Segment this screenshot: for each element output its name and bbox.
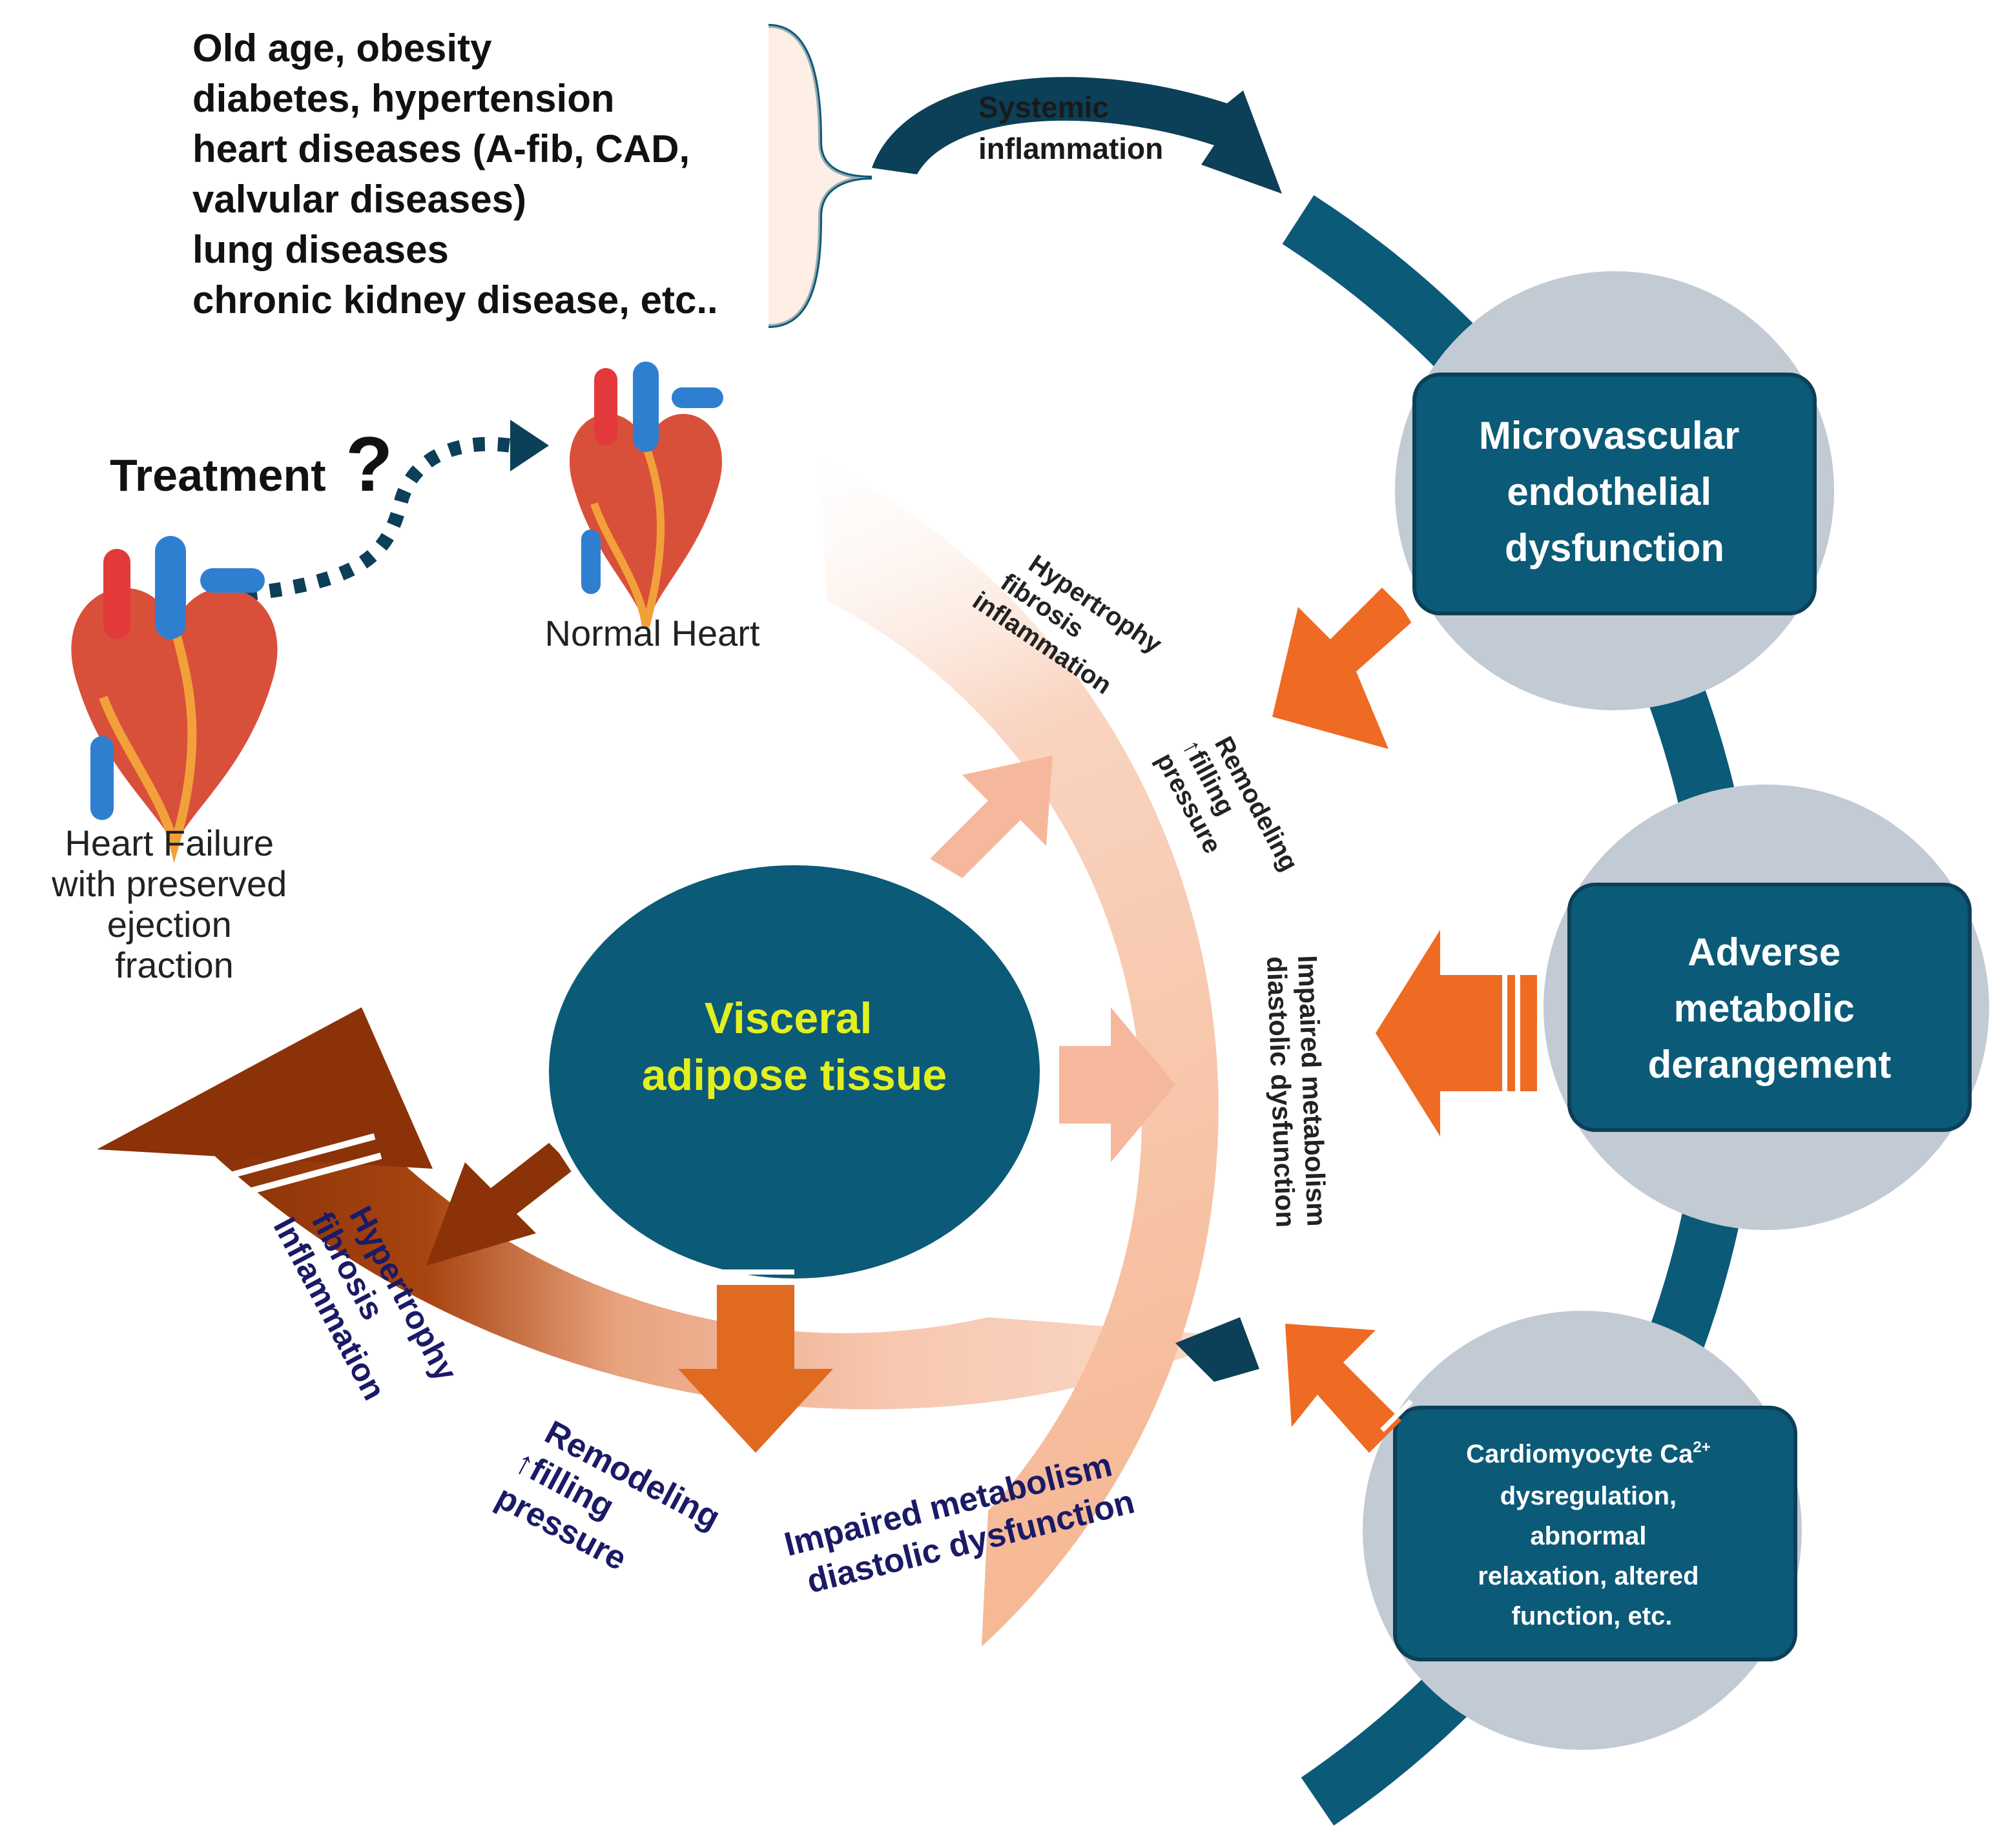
normal-heart-icon [569, 362, 723, 628]
systemic-inflammation-label: Systemic inflammation [978, 90, 1163, 165]
visceral-line1: Visceral [705, 994, 872, 1043]
cardiomyocyte-line5: function, etc. [1512, 1602, 1673, 1630]
band-arrowhead [97, 1007, 433, 1169]
visceral-line2: adipose tissue [642, 1051, 947, 1100]
metabolic-line1: Adverse [1688, 930, 1841, 974]
ring-impaired-label: Impaired metabolism diastolic dysfunctio… [1261, 955, 1332, 1236]
metabolic-node: Adverse metabolic derangement [1543, 785, 1989, 1230]
svg-text:Old age, obesity diabete: Old age, obesity diabetes, hypertension … [192, 26, 718, 322]
arrow-microvascular-to-ring [1272, 588, 1433, 749]
metabolic-line2: metabolic [1674, 987, 1855, 1030]
risk-factor-line: Old age, obesity [192, 26, 492, 70]
svg-text:Cardiomyocyte Ca2+ dysre: Cardiomyocyte Ca2+ dysregulation, abnorm… [1466, 1430, 1718, 1630]
normal-heart-label: Normal Heart [545, 613, 760, 653]
cardiomyocyte-line2: dysregulation, [1500, 1482, 1677, 1510]
cardiomyocyte-line1: Cardiomyocyte Ca2+ [1466, 1439, 1711, 1468]
hfpef-progression-band [97, 1007, 1240, 1410]
systemic-inflammation-arrow [872, 77, 1282, 194]
arrow-adipose-down [678, 1269, 833, 1453]
arrow-cardiomyocyte-to-ring [1285, 1324, 1413, 1453]
hfpef-heart-icon [71, 536, 278, 863]
arrow-adipose-down-left [426, 1141, 584, 1266]
treatment-question-icon: ? [346, 421, 393, 508]
visceral-adipose-node: Visceral adipose tissue [549, 865, 1040, 1278]
risk-factor-line: diabetes, hypertension [192, 77, 615, 120]
svg-text:Visceral adipose tissue: Visceral adipose tissue [642, 994, 947, 1100]
risk-factor-line: lung diseases [192, 228, 449, 271]
arrow-adipose-right [1047, 1007, 1175, 1162]
metabolic-line3: derangement [1648, 1043, 1892, 1086]
brace-shading [769, 26, 872, 326]
microvascular-line2: endothelial [1507, 470, 1711, 513]
cardiomyocyte-line3: abnormal [1530, 1522, 1646, 1550]
hfpef-label: Heart Failure with preserved ejection fr… [51, 823, 297, 985]
microvascular-line3: dysfunction [1505, 526, 1724, 570]
arrow-metabolic-to-ring [1376, 930, 1537, 1136]
microvascular-node: Microvascular endothelial dysfunction [1395, 271, 1834, 710]
arrow-adipose-up-right [915, 755, 1053, 899]
ring-arrowhead [1175, 1317, 1259, 1382]
treatment-arrowhead [510, 420, 549, 471]
risk-factor-line: chronic kidney disease, etc.. [192, 278, 718, 322]
inner-cardiac-ring [820, 458, 1219, 1647]
risk-factor-line: heart diseases (A-fib, CAD, [192, 127, 690, 170]
microvascular-line1: Microvascular [1479, 414, 1740, 457]
treatment-dotted-arrow [244, 436, 511, 601]
svg-text:Microvascular endothelia: Microvascular endothelial dysfunction [1479, 414, 1750, 570]
risk-factors-list: Old age, obesity diabetes, hypertension … [192, 26, 718, 322]
cardiomyocyte-node: Cardiomyocyte Ca2+ dysregulation, abnorm… [1363, 1311, 1802, 1750]
risk-factor-line: valvular diseases) [192, 178, 526, 221]
band-impaired-label: Impaired metabolism diastolic dysfunctio… [781, 1443, 1139, 1604]
treatment-label: Treatment [110, 450, 326, 500]
cardiomyocyte-line4: relaxation, altered [1478, 1562, 1698, 1590]
svg-text:Adverse metabolic: Adverse metabolic derangement [1648, 930, 1892, 1086]
band-remodeling-label: Remodeling ↑filling pressure [490, 1408, 734, 1612]
